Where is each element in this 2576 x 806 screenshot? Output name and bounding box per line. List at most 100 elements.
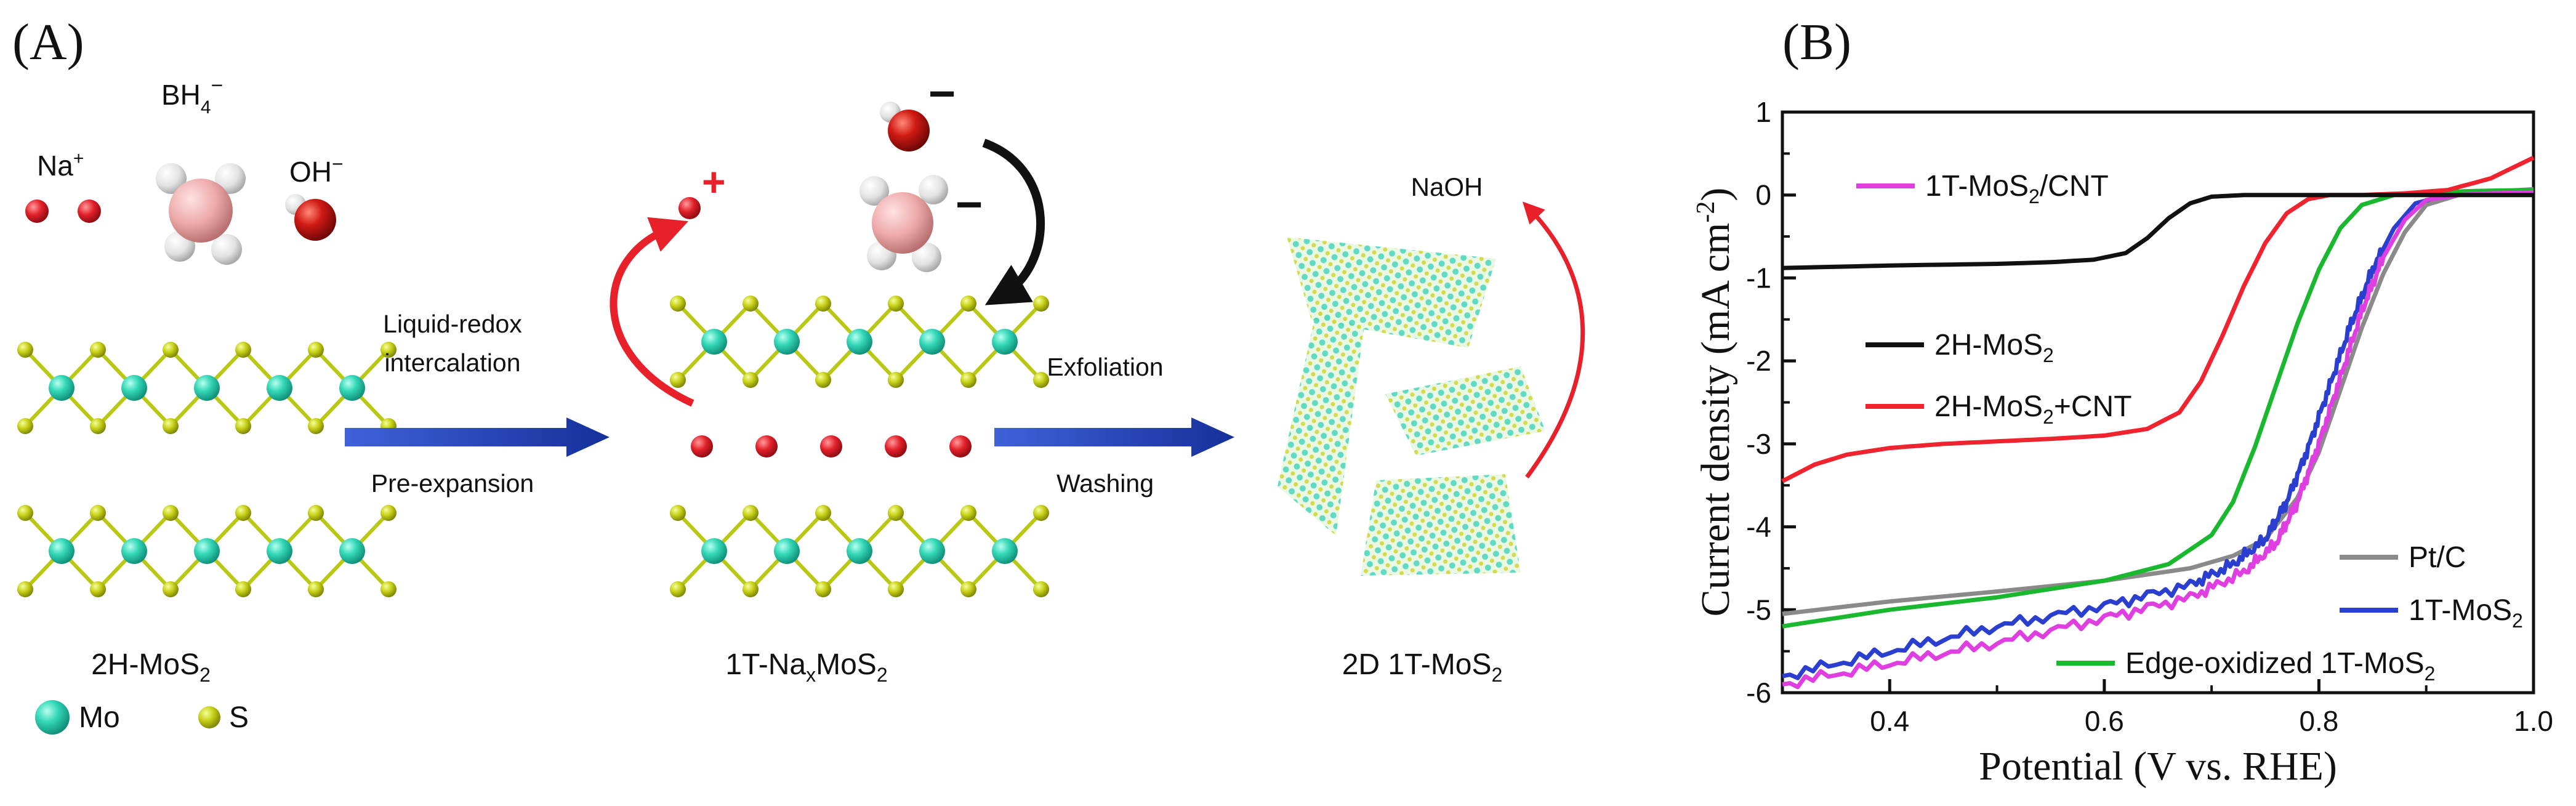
legend-item: 1T-MoS2 [2340,594,2523,632]
sulfur-atom [888,581,904,597]
legend-item: 2H-MoS2 [1866,329,2054,366]
molybdenum-atom [194,375,220,401]
legend-item: 1T-MoS2/CNT [1856,170,2109,208]
na-ion [755,435,778,457]
mos2-1t-layer-bottom [670,505,1049,597]
y-tick-label: -5 [1746,594,1771,626]
legend-item: Pt/C [2340,541,2466,574]
plus-charge: + [702,159,726,204]
molybdenum-atom [992,538,1018,564]
x-tick-label: 0.6 [2085,705,2124,737]
naoh-arrow [1522,201,1585,479]
sulfur-atom [17,505,33,521]
nanosheet-4 [1361,474,1521,576]
legend-label: 2H-MoS2 [1934,329,2054,366]
sulfur-atom [380,342,396,358]
molybdenum-atom [701,329,727,355]
molybdenum-atom [847,329,872,355]
bh4-reactant: − [859,175,983,272]
series-line-1t-mos2-cnt [1782,190,2534,690]
sulfur-atom [90,581,106,597]
oh-ion-label: OH− [289,153,344,188]
exfoliation-label: Exfoliation [1047,353,1163,381]
na-ion-released [678,197,701,219]
sulfur-atom [1033,296,1049,312]
sulfur-atom [743,581,759,597]
molybdenum-atom [121,538,147,564]
sulfur-atom [888,372,904,388]
sulfur-atom [17,581,33,597]
molybdenum-atom [774,538,800,564]
mos2-2h-stack [17,342,396,597]
sulfur-atom [815,296,831,312]
molybdenum-atom [267,538,292,564]
intercalation-label-2: intercalation [384,349,520,377]
sulfur-atom [1033,372,1049,388]
y-axis-label: Current density (mA cm-2) [1692,188,1738,617]
sulfur-atom [815,372,831,388]
na-ion [949,435,972,457]
oh-reactant: − [880,68,956,151]
sulfur-atom [670,505,686,521]
panel-a: (A) Na+ BH4− OH− Liquid- [12,14,1585,735]
sulfur-atom [308,581,324,597]
panel-a-label: (A) [12,14,84,71]
washing-label: Washing [1057,469,1154,498]
s-legend-label: S [229,701,249,734]
y-tick-label: 1 [1755,96,1771,128]
molybdenum-atom [701,538,727,564]
sulfur-atom [308,418,324,434]
na-ion [691,435,713,457]
ion-legend: Na+ BH4− OH− [25,74,344,265]
sulfur-atom [308,505,324,521]
mos2-1t-intercalated-stack [670,296,1049,597]
sulfur-atom [743,505,759,521]
x-tick-label: 0.8 [2299,705,2338,737]
molybdenum-atom [919,329,945,355]
na-ion [885,435,907,457]
y-tick-label: -3 [1746,428,1771,460]
mo-legend-label: Mo [79,701,120,734]
series-line-2h-mos2 [1782,193,2534,270]
sulfur-atom [1033,581,1049,597]
mos2-nanosheets [1278,237,1545,576]
sulfur-atom [163,342,179,358]
sulfur-atom [743,296,759,312]
na-atom-1 [25,199,49,223]
sulfur-atom [670,581,686,597]
y-tick-label: -6 [1746,677,1771,709]
sulfur-atom [670,296,686,312]
sulfur-atom [235,418,251,434]
sulfur-atom [743,372,759,388]
sulfur-atom [380,505,396,521]
sulfur-atom [670,372,686,388]
label-2h-mos2: 2H-MoS2 [91,648,211,686]
sulfur-atom [888,296,904,312]
legend-item: Edge-oxidized 1T-MoS2 [2056,647,2435,685]
sulfur-atom [960,581,976,597]
sulfur-atom [1033,505,1049,521]
legend-item: 2H-MoS2+CNT [1866,390,2132,428]
label-1t-naxmos2: 1T-NaxMoS2 [725,648,887,686]
intercalation-arrow: Liquid-redox intercalation Pre-expansion [345,310,610,498]
atom-legend: Mo S [35,700,249,735]
mos2-1t-layer-top [670,296,1049,388]
reactant-cycle-arrow [982,139,1045,305]
intercalation-label-1: Liquid-redox [383,310,522,338]
label-2d-1t-mos2: 2D 1T-MoS2 [1342,648,1503,686]
exfoliation-arrow: Exfoliation Washing [994,353,1234,498]
legend-label: 1T-MoS2/CNT [1925,170,2109,208]
sulfur-atom [815,581,831,597]
naoh-label: NaOH [1411,172,1483,201]
molybdenum-atom [919,538,945,564]
bh4-ion-label: BH4− [161,74,223,118]
molybdenum-atom [339,375,365,401]
mos2-2h-layer-top [17,342,396,434]
sulfur-atom [90,418,106,434]
nanosheet-2 [1278,305,1364,536]
